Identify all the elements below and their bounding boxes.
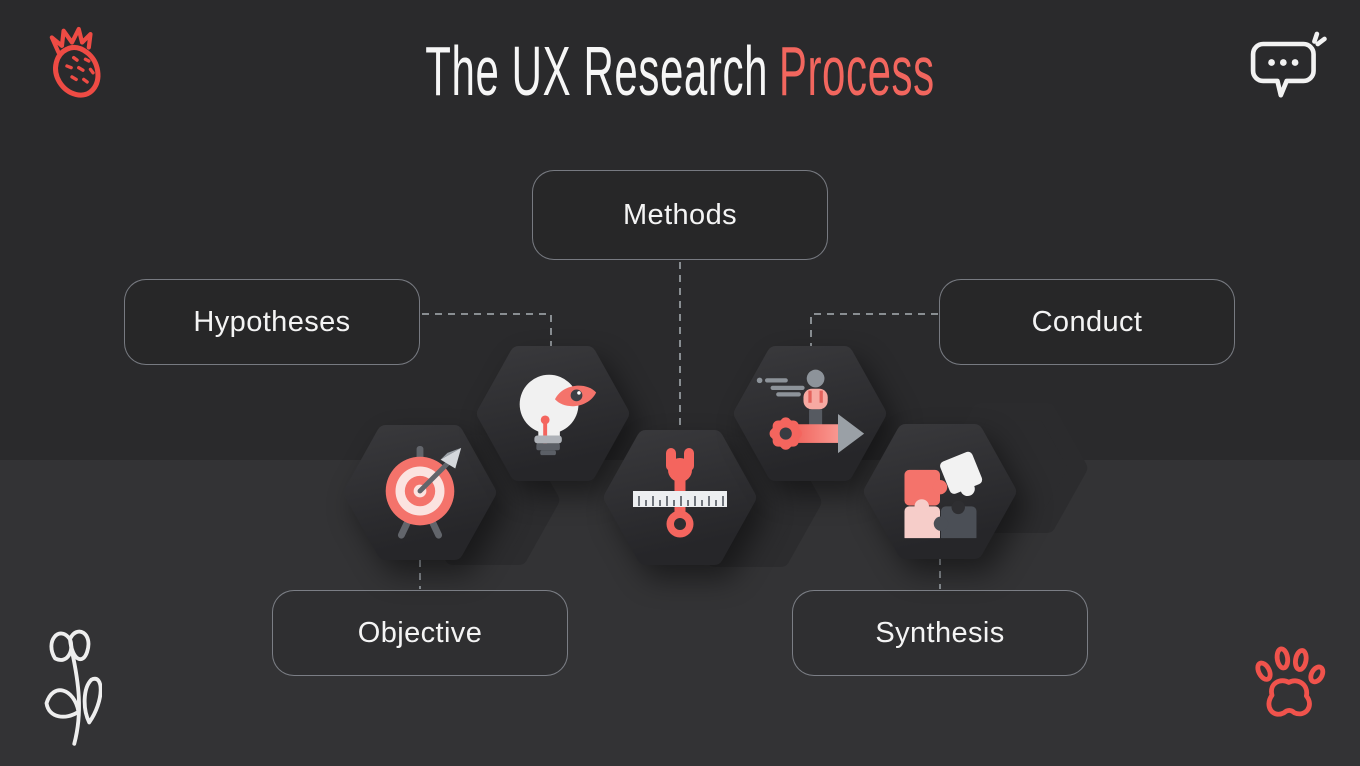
target-arrow-icon	[385, 445, 462, 539]
puzzle-pieces-icon	[904, 451, 983, 538]
step-label-conduct: Conduct	[939, 279, 1235, 365]
wrench-ruler-icon	[633, 447, 727, 537]
step-label-text: Objective	[357, 616, 483, 649]
title-accent: Process	[778, 32, 935, 110]
step-label-hypotheses: Hypotheses	[124, 279, 420, 365]
lightbulb-eye-icon	[519, 374, 597, 455]
step-label-synthesis: Synthesis	[792, 590, 1088, 676]
step-label-text: Synthesis	[875, 616, 1005, 649]
step-label-methods: Methods	[532, 170, 828, 260]
hexagon-hypotheses	[475, 346, 631, 481]
page-title: The UX Research Process	[272, 32, 1088, 110]
person-gear-arrow-icon	[756, 369, 865, 453]
step-label-text: Hypotheses	[193, 305, 351, 338]
paw-print-icon	[1255, 646, 1326, 717]
step-label-text: Conduct	[1031, 305, 1143, 338]
title-main: The UX Research	[425, 32, 769, 110]
step-label-objective: Objective	[272, 590, 568, 676]
hexagon-synthesis	[862, 424, 1018, 559]
hexagon-methods	[602, 430, 758, 565]
strawberry-icon	[49, 26, 101, 98]
tulip-flower-icon	[44, 629, 102, 746]
step-label-text: Methods	[622, 198, 738, 231]
hexagon-objective	[342, 425, 498, 560]
hexagon-conduct	[732, 346, 888, 481]
speech-bubble-icon	[1250, 31, 1327, 98]
